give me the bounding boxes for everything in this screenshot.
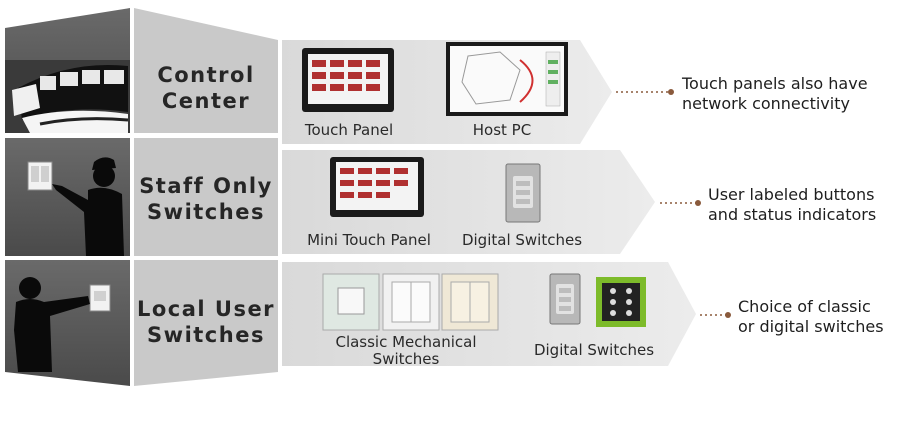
touch-panel-image (302, 48, 394, 112)
device-label-mini-touch-panel: Mini Touch Panel (307, 231, 431, 249)
mini-touch-panel-image (330, 157, 424, 217)
title-panel-control-center (134, 8, 278, 133)
note-line2: or digital switches (738, 317, 884, 336)
device-label-touch-panel: Touch Panel (304, 121, 394, 139)
device-label-host-pc: Host PC (472, 121, 532, 139)
row-control-center (5, 8, 674, 144)
device-label-digital-switches: Digital Switches (461, 231, 583, 249)
note-control-center: Touch panels also have network connectiv… (682, 74, 868, 114)
device-label-line1: Classic Mechanical (335, 333, 477, 351)
leader-dot-1 (668, 89, 674, 95)
note-line1: Choice of classic (738, 297, 871, 316)
device-label-line2: Switches (372, 350, 440, 368)
row-title-local-user: Local User Switches (132, 296, 280, 348)
note-line1: User labeled buttons (708, 185, 875, 204)
row-title-line1: Control (157, 63, 255, 87)
host-pc-image (446, 42, 568, 116)
row-title-line1: Local User (136, 297, 276, 321)
title-panel-staff (134, 138, 278, 256)
row-title-control-center: Control Center (132, 62, 280, 114)
row-title-line1: Staff Only (139, 174, 273, 198)
local-user-silhouette-image (14, 277, 111, 372)
row-local-user (5, 260, 731, 386)
leader-dot-3 (725, 312, 731, 318)
row-title-line2: Center (161, 89, 251, 113)
row-staff-only (5, 138, 701, 256)
device-label-digital-switches-local: Digital Switches (533, 341, 655, 359)
note-line1: Touch panels also have (682, 74, 868, 93)
digital-switch-gray-image (549, 273, 581, 325)
row-title-line2: Switches (147, 200, 265, 224)
classic-switch-1-image (322, 273, 380, 331)
classic-switch-3-image (441, 273, 499, 331)
digital-switch-image (505, 163, 541, 223)
title-panel-local (134, 260, 278, 386)
note-local-user: Choice of classic or digital switches (738, 297, 884, 337)
staff-silhouette-image (27, 157, 124, 256)
note-line2: and status indicators (708, 205, 877, 224)
note-line2: network connectivity (682, 94, 850, 113)
device-label-classic-mechanical: Classic Mechanical Switches (318, 334, 494, 368)
control-room-image (5, 60, 130, 133)
row-title-line2: Switches (147, 323, 265, 347)
row-title-staff-only: Staff Only Switches (132, 173, 280, 225)
digital-switch-green-image (596, 277, 646, 327)
note-staff-only: User labeled buttons and status indicato… (708, 185, 876, 225)
classic-switch-2-image (382, 273, 440, 331)
leader-dot-2 (695, 200, 701, 206)
